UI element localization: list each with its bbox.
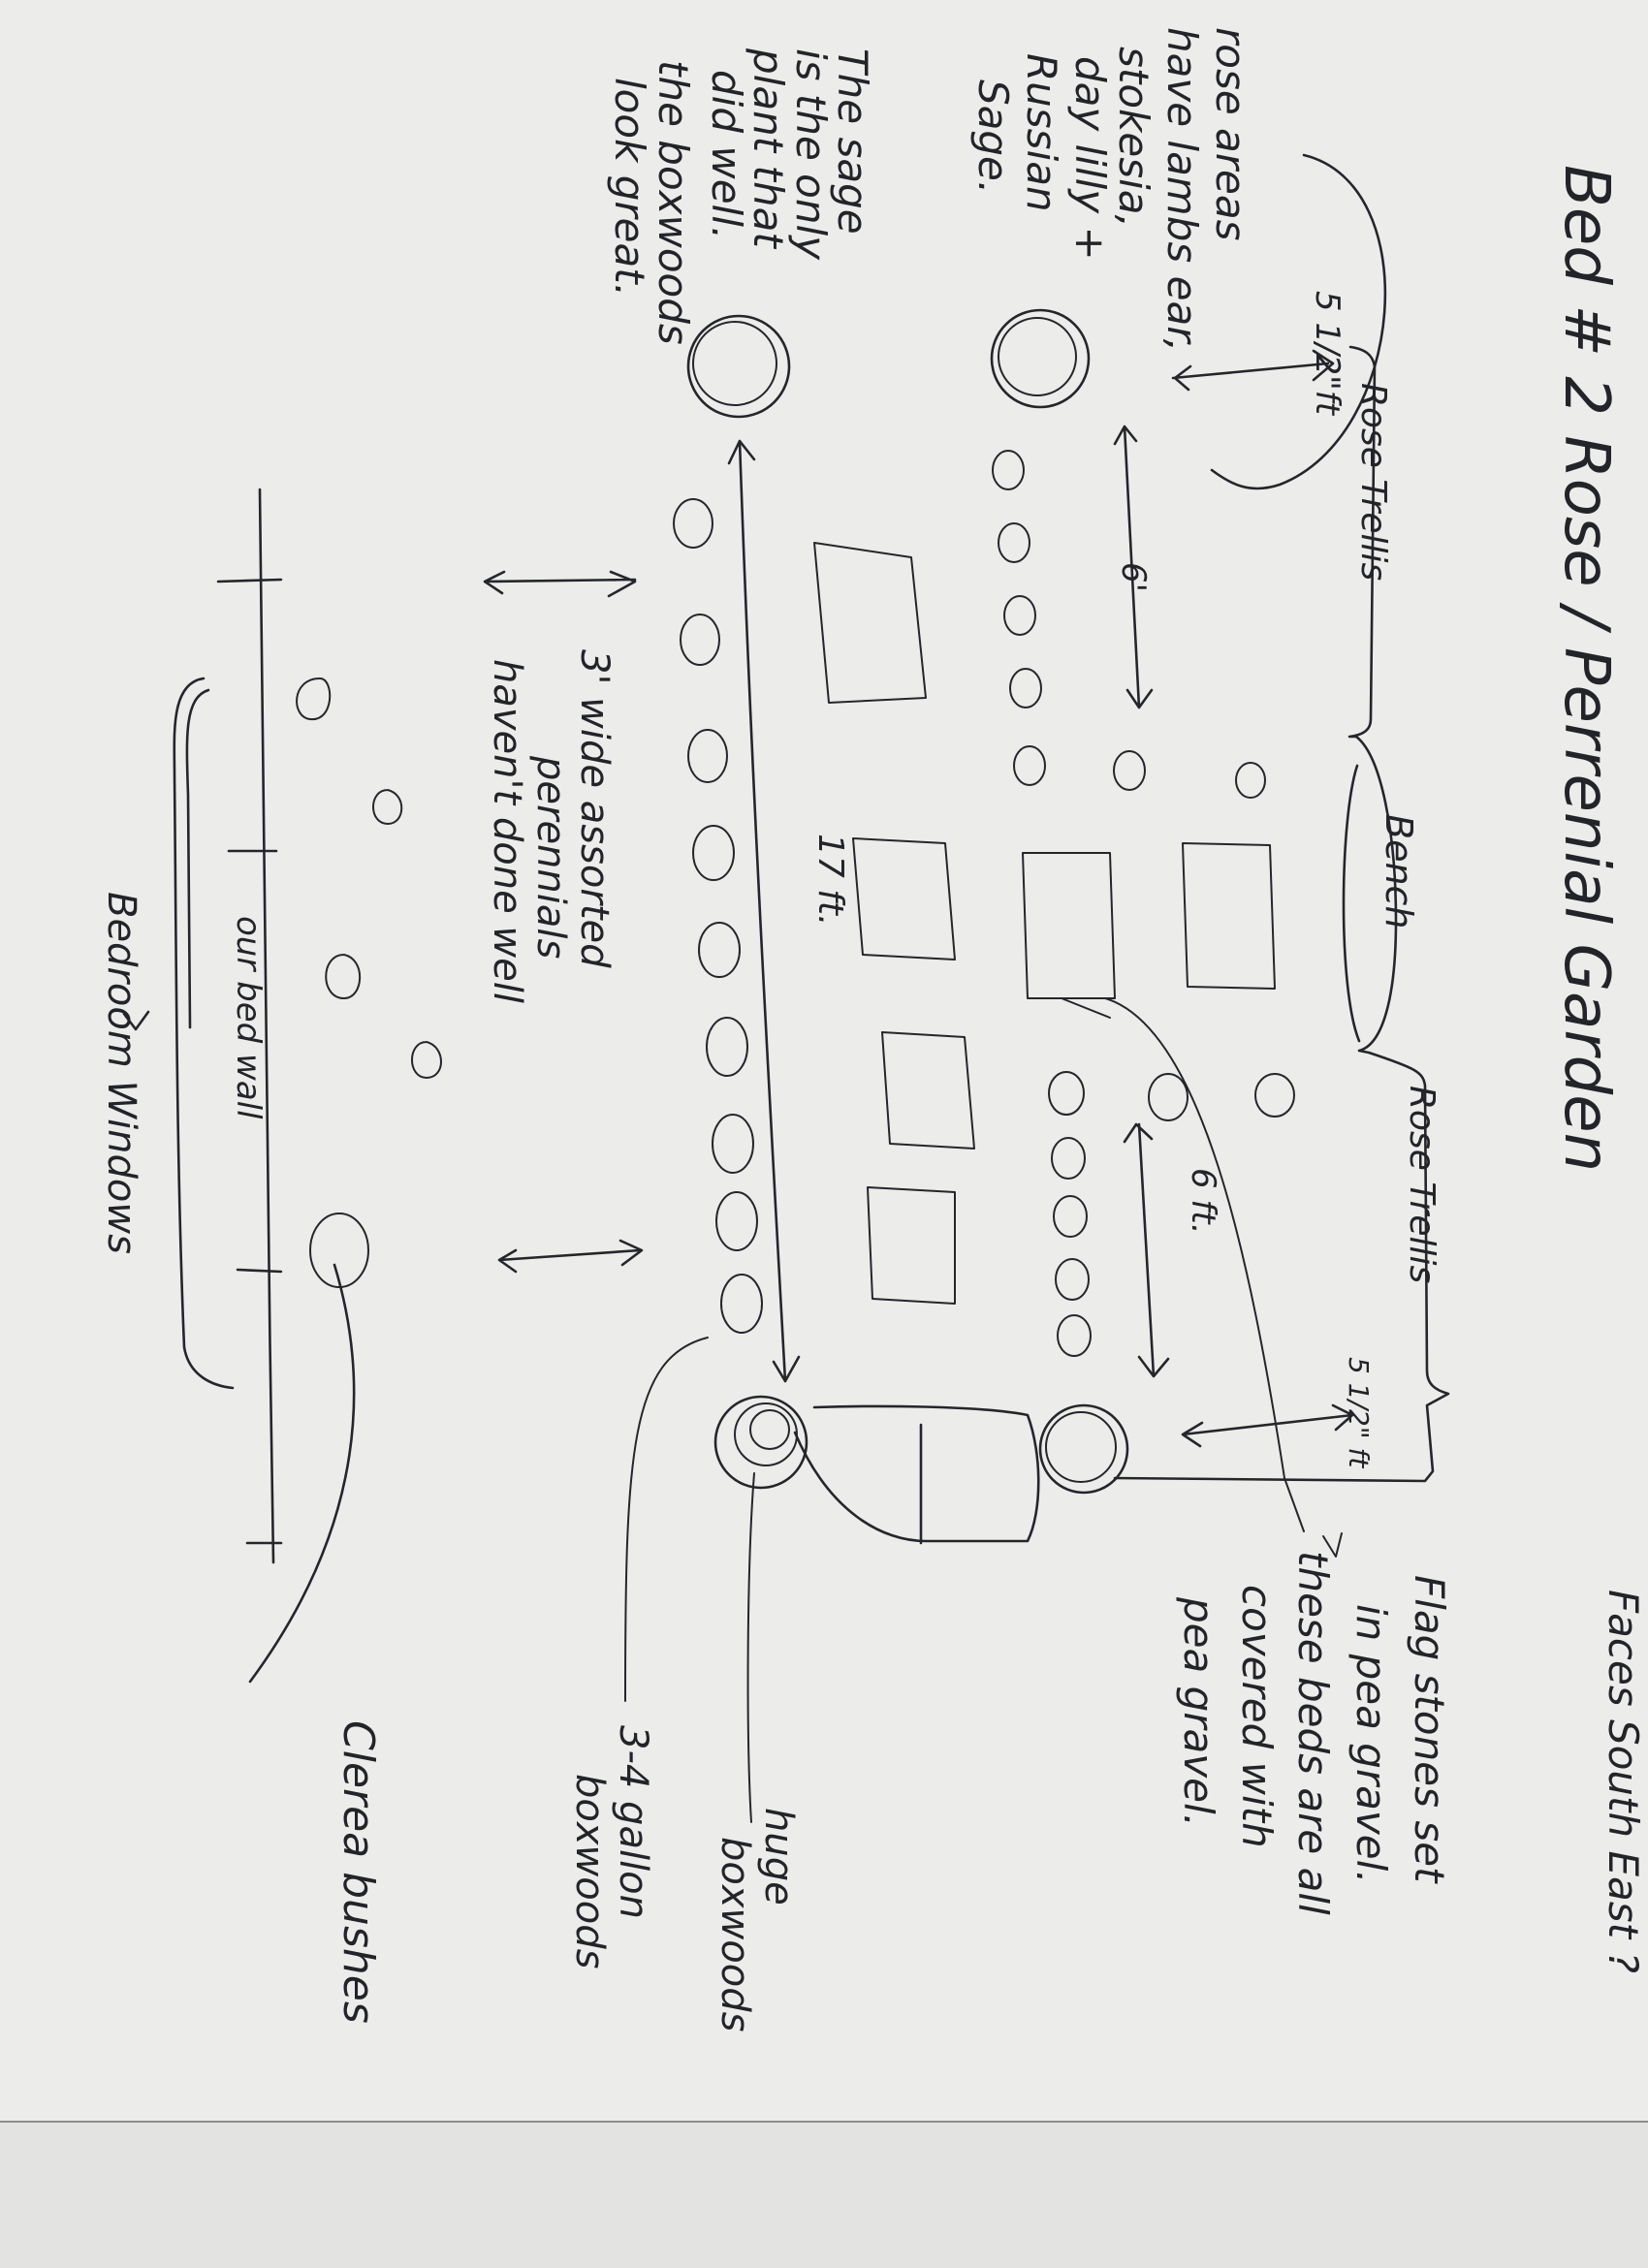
perennials-line-3: haven't done well [485, 659, 529, 1003]
dim-arrow-3-wide-bottom [497, 1239, 644, 1274]
dim-label-17: 17 ft. [810, 834, 850, 926]
huge-boxwoods-line-1: huge [756, 1808, 801, 1906]
flagstone-note-line-3: these beds are all [1289, 1551, 1337, 1915]
rose-trellis-right-label: Rose Trellis [1402, 1086, 1442, 1283]
clerea-bushes-label: Clerea bushes [333, 1720, 383, 2024]
sage-note-line-6: look great. [606, 78, 653, 297]
dim-label-6-left: 6' [1114, 562, 1153, 592]
rose-trellis-left-label: Rose Trellis [1353, 383, 1393, 581]
perennial-clusters [296, 677, 442, 1288]
windows-arrow [122, 1010, 150, 1031]
bed-line [738, 439, 787, 1383]
rose-areas-line-1: rose areas [1207, 27, 1254, 241]
flagstone-arrow [1322, 1532, 1343, 1558]
huge-boxwood-leader [746, 1472, 755, 1823]
plant-row-2 [1113, 750, 1295, 1121]
faces-note: Faces South East ? [1600, 1590, 1647, 1973]
bed-line-arrow-bottom [772, 1355, 801, 1383]
wall-tick-1 [216, 578, 283, 583]
rose-areas-line-5: Russian [1018, 53, 1065, 212]
dim-arrow-6-left [1113, 425, 1154, 709]
sage-note-line-3: plant that [745, 47, 792, 249]
flagstone-leader [1104, 997, 1305, 1532]
bedroom-windows-label: Bedroom Windows [99, 892, 143, 1254]
dim-arrow-5-5-right [1181, 1403, 1354, 1448]
flagstone-note-line-2: in pea gravel. [1347, 1604, 1395, 1884]
gallon-boxwoods-line-1: 3-4 gallon [611, 1725, 655, 1919]
sage-note-line-4: did well. [703, 70, 750, 239]
bed-wall-line [258, 488, 275, 1564]
rose-areas-line-2: have lambs ear, [1158, 27, 1206, 352]
dim-arrow-6-right [1123, 1122, 1170, 1378]
windows-bracket [173, 677, 235, 1390]
perennials-line-2: perennials [528, 755, 573, 959]
large-boxwood-bottom-left [713, 1395, 808, 1490]
dim-arrow-5-5-top [1171, 349, 1335, 392]
bed-line-arrow-top [727, 439, 756, 465]
sage-note-line-1: The sage [829, 48, 876, 235]
clerea-curve [248, 1263, 356, 1684]
perennials-line-1: 3' wide assorted [572, 649, 617, 968]
wall-tick-3 [236, 1268, 283, 1274]
flagstone-note-line-4: covered with [1233, 1585, 1281, 1848]
bench-label: Bench [1378, 814, 1420, 929]
large-boxwood-top-left [686, 314, 791, 419]
large-boxwood-bottom-right [1038, 1403, 1129, 1495]
flagstone-note-line-1: Flag stones set [1406, 1575, 1453, 1884]
flagstone-note-line-5: pea gravel. [1175, 1596, 1222, 1827]
sage-note-line-2: is the only [787, 48, 835, 261]
flagstone-d-shape [793, 1404, 1040, 1543]
dim-label-5-5-top: 5 1/2"ft [1308, 291, 1347, 417]
rose-areas-line-6: Sage. [969, 79, 1017, 194]
rose-area-boundary [1210, 153, 1386, 490]
bench-arc [1342, 764, 1361, 1043]
scanner-bottom-edge [0, 2121, 1648, 2268]
page-title: Bed # 2 Rose / Perrenial Garden [1550, 165, 1622, 1172]
gallon-boxwood-leader [624, 1337, 709, 1702]
dim-label-6-right: 6 ft. [1184, 1168, 1222, 1235]
trellis-outline [1113, 345, 1450, 1483]
windows-bracket-inner [185, 688, 210, 1029]
our-bed-wall-label: our bed wall [229, 916, 268, 1119]
dim-arrow-3-wide-top [483, 570, 637, 598]
plant-row-3 [673, 498, 763, 1334]
flagstones [813, 542, 1276, 1305]
large-boxwood-top-right [990, 308, 1091, 409]
sage-note-line-5: the boxwoods [650, 60, 697, 345]
huge-boxwoods-line-2: boxwoods [713, 1837, 757, 2032]
rose-areas-line-4: day lilly + [1066, 56, 1114, 261]
plant-row-1 [992, 450, 1092, 1357]
dim-label-5-5-right: 5 1/2" ft [1343, 1357, 1375, 1468]
gallon-boxwoods-line-2: boxwoods [567, 1774, 612, 1969]
rose-areas-line-3: stokesia, [1110, 47, 1157, 228]
